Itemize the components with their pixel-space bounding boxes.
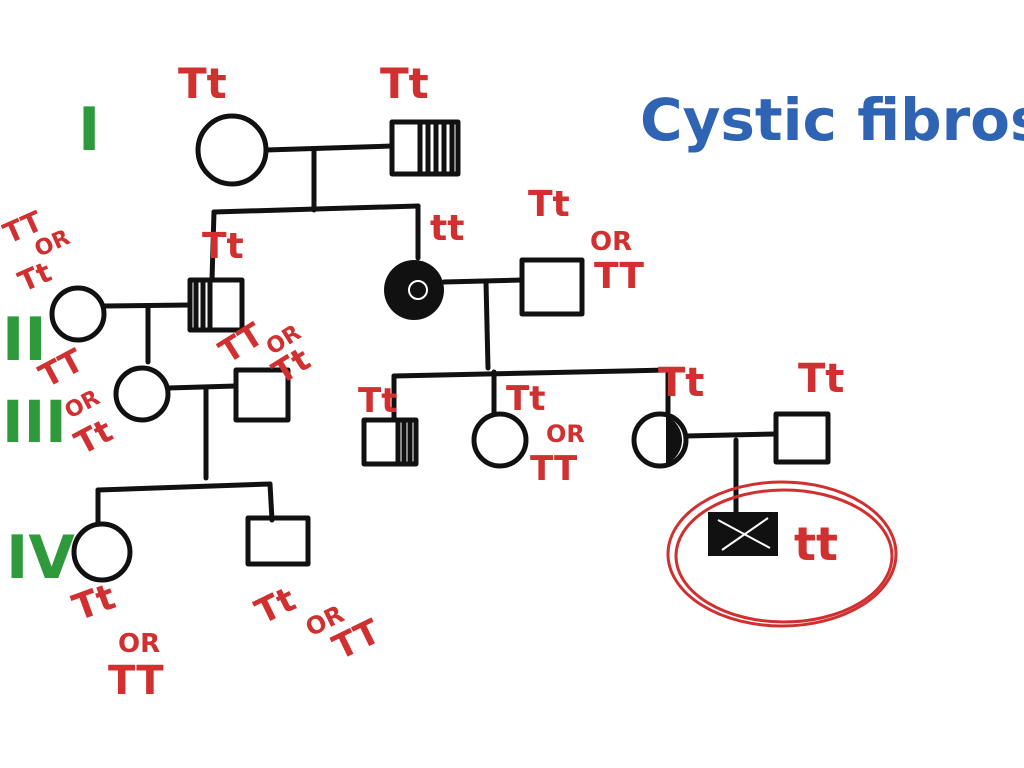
gen3-child2-symbol (471, 411, 529, 469)
gen3-far-right-marriage-line (683, 431, 779, 439)
svg-text:Tt: Tt (249, 579, 302, 632)
genotype-gen3-left-male: TT OR Tt (212, 315, 317, 392)
generation-label-3: III (2, 388, 67, 456)
genotype-gen4-affected: tt (794, 517, 838, 571)
gen2-right-descent-line (483, 279, 491, 371)
gen3-left-male-symbol (233, 367, 291, 423)
genotype-gen2-son: Tt (202, 226, 244, 267)
gen1-father-carrier-shading (417, 119, 455, 177)
svg-text:TT: TT (530, 449, 578, 489)
svg-text:TT: TT (594, 256, 644, 297)
gen3-child3-symbol (631, 411, 689, 469)
svg-text:OR: OR (590, 227, 632, 257)
gen2-sibship-line (211, 203, 421, 215)
genotype-gen4-female: Tt OR TT (67, 577, 164, 704)
svg-text:TT: TT (212, 315, 270, 371)
gen3-left-female-symbol (113, 365, 171, 423)
svg-text:TT: TT (108, 658, 164, 704)
genotype-gen3-child2: Tt OR TT (506, 379, 585, 489)
gen4-male-drop (267, 481, 275, 523)
genotype-gen3-child1: Tt (358, 381, 397, 421)
gen2-daughter-affected-symbol (384, 260, 444, 320)
gen2-daughter-affected-inner (408, 280, 428, 300)
genotype-gen1-father: Tt (380, 59, 429, 108)
genotype-gen4-male: Tt OR TT (249, 579, 387, 668)
svg-text:Tt: Tt (528, 184, 570, 225)
svg-text:OR: OR (118, 629, 160, 659)
genotype-gen1-mother: Tt (178, 59, 227, 108)
affected-highlight-circle (666, 480, 898, 628)
gen2-spouse-right-symbol (519, 257, 585, 317)
genotype-gen2-spouse-left: TT OR Tt (0, 205, 74, 299)
gen4-left-sibship-line (95, 481, 273, 493)
gen4-affected-scribble (717, 517, 771, 551)
gen3-left-marriage-line (165, 383, 239, 391)
generation-label-1: I (78, 95, 100, 165)
gen3-spouse-far-right-symbol (773, 411, 831, 465)
gen3-child1-symbol (361, 417, 419, 467)
gen4-male-symbol (245, 515, 311, 567)
gen2-son-drop (209, 209, 217, 283)
gen1-marriage-line (263, 143, 395, 153)
generation-label-4: IV (6, 523, 75, 593)
svg-text:Tt: Tt (67, 577, 120, 630)
gen2-son-carrier-shading (193, 277, 213, 333)
gen3-right-sibship-line (391, 367, 671, 379)
gen2-spouse-left-symbol (49, 285, 107, 343)
gen1-father-symbol (389, 119, 461, 177)
gen2-right-marriage-line (441, 277, 525, 285)
gen4-female-symbol (71, 521, 133, 583)
genotype-gen3-child3: Tt (658, 360, 704, 406)
diagram-title: Cystic fibrosis (640, 86, 1024, 154)
gen3-child3-carrier-shading (666, 416, 683, 464)
genotype-gen3-spouse-far-right: Tt (798, 356, 844, 402)
svg-text:Tt: Tt (506, 379, 545, 419)
generation-label-2: II (2, 305, 47, 375)
svg-text:Tt: Tt (13, 255, 56, 298)
gen3-child1-carrier-shading (395, 417, 413, 467)
genotype-gen2-spouse-right: Tt OR TT (528, 184, 644, 297)
genotype-gen2-daughter: tt (430, 208, 464, 249)
svg-text:OR: OR (546, 420, 585, 448)
gen1-mother-symbol (195, 113, 269, 187)
